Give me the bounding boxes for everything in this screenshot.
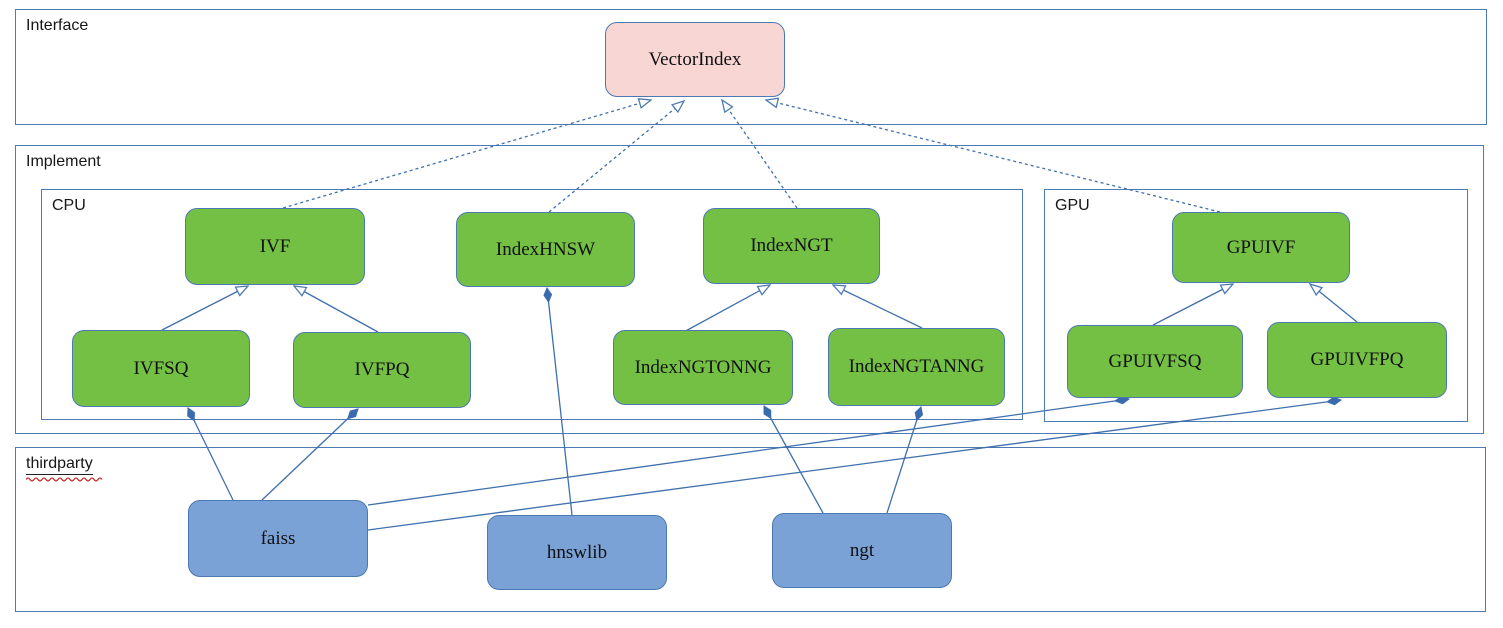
lib-hnswlib[interactable]: hnswlib bbox=[487, 515, 667, 590]
lib-hnswlib-label: hnswlib bbox=[546, 541, 608, 563]
edge-generalization-gpuivfsq-gpuivf bbox=[1152, 284, 1233, 326]
lib-faiss[interactable]: faiss bbox=[188, 500, 368, 577]
class-indexngtanng[interactable]: IndexNGTANNG bbox=[828, 328, 1005, 406]
edge-composition-ngt-indexngtonng bbox=[763, 405, 824, 514]
edge-composition-faiss-ivfpq bbox=[261, 408, 359, 501]
edge-realization-gpuivf-vectorindex bbox=[766, 100, 1221, 213]
region-interface-label: Interface bbox=[26, 17, 89, 34]
class-ivf[interactable]: IVF bbox=[185, 208, 365, 285]
class-indexngtonng-label: IndexNGTONNG bbox=[634, 356, 772, 378]
edge-realization-ivf-vectorindex bbox=[282, 100, 651, 209]
class-indexngt-label: IndexNGT bbox=[750, 235, 833, 256]
lib-faiss-label: faiss bbox=[260, 527, 296, 549]
class-indexngt[interactable]: IndexNGT bbox=[703, 208, 880, 284]
class-gpuivfsq-label: GPUIVFSQ bbox=[1108, 350, 1202, 372]
region-thirdparty-label: thirdparty bbox=[26, 455, 103, 482]
class-ivfsq-label: IVFSQ bbox=[133, 357, 189, 379]
edge-realization-indexhnsw-vectorindex bbox=[548, 101, 684, 213]
class-vectorindex-label: VectorIndex bbox=[648, 48, 742, 70]
class-gpuivf[interactable]: GPUIVF bbox=[1172, 212, 1350, 283]
class-indexngtanng-label: IndexNGTANNG bbox=[848, 356, 985, 377]
class-ivfpq-label: IVFPQ bbox=[354, 359, 410, 380]
class-gpuivfsq[interactable]: GPUIVFSQ bbox=[1067, 325, 1243, 398]
edge-realization-indexngt-vectorindex bbox=[722, 100, 798, 209]
edge-composition-ngt-indexngtanng bbox=[886, 406, 924, 514]
class-indexngtonng[interactable]: IndexNGTONNG bbox=[613, 330, 793, 405]
class-ivfpq[interactable]: IVFPQ bbox=[293, 332, 471, 408]
class-ivfsq[interactable]: IVFSQ bbox=[72, 330, 250, 407]
edge-generalization-gpuivfpq-gpuivf bbox=[1310, 284, 1358, 323]
class-indexhnsw[interactable]: IndexHNSW bbox=[456, 212, 635, 287]
class-gpuivf-label: GPUIVF bbox=[1226, 236, 1296, 258]
edge-generalization-ivfpq-ivf bbox=[294, 286, 379, 333]
edge-composition-faiss-gpuivfsq bbox=[367, 395, 1131, 506]
lib-ngt-label: ngt bbox=[849, 539, 875, 561]
region-implement-label: Implement bbox=[26, 153, 101, 170]
edge-generalization-ivfsq-ivf bbox=[161, 286, 248, 331]
edge-composition-faiss-ivfsq bbox=[187, 407, 234, 501]
edge-generalization-indexngtonng-indexngt bbox=[681, 285, 770, 334]
edge-generalization-indexngtanng-indexngt bbox=[833, 285, 923, 329]
lib-ngt[interactable]: ngt bbox=[772, 513, 952, 588]
class-ivf-label: IVF bbox=[259, 235, 291, 257]
class-gpuivfpq[interactable]: GPUIVFPQ bbox=[1267, 322, 1447, 398]
class-gpuivfpq-label: GPUIVFPQ bbox=[1310, 349, 1404, 370]
region-cpu-label: CPU bbox=[52, 197, 86, 214]
edge-composition-faiss-gpuivfpq bbox=[367, 396, 1343, 531]
spellcheck-squiggle-icon bbox=[26, 477, 103, 482]
class-indexhnsw-label: IndexHNSW bbox=[495, 238, 596, 260]
class-vectorindex[interactable]: VectorIndex bbox=[605, 22, 785, 97]
region-gpu-label: GPU bbox=[1055, 197, 1090, 214]
edge-composition-hnswlib-indexhnsw bbox=[543, 286, 573, 516]
